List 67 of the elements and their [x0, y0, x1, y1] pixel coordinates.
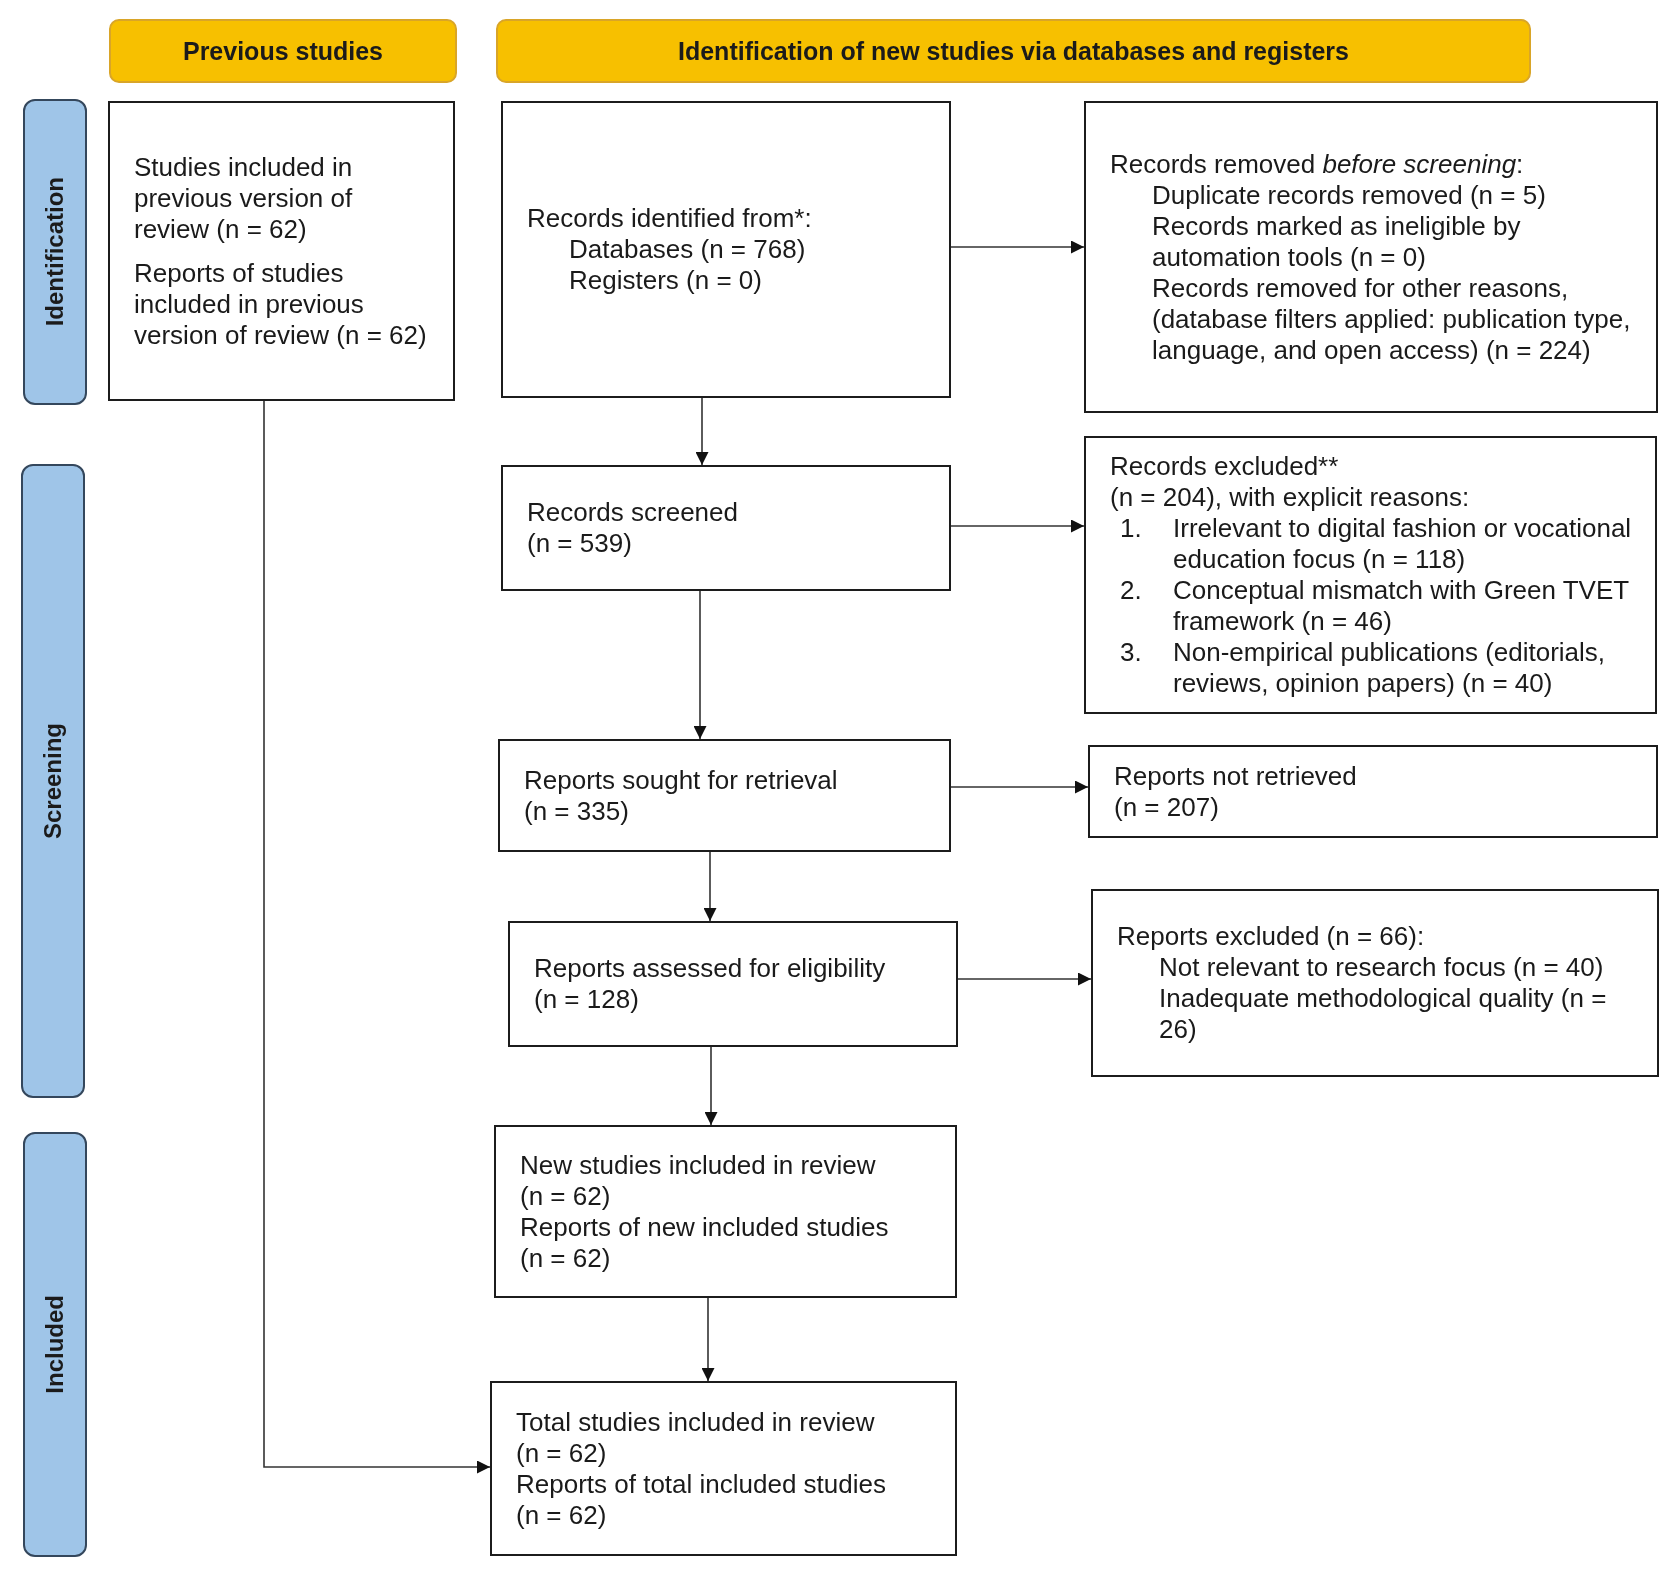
- arrow: [950, 780, 1089, 794]
- list-item-text: Irrelevant to digital fashion or vocational education focus (n = 118): [1173, 513, 1633, 575]
- box-text: Records marked as ineligible by automation tools (n = 0): [1152, 210, 1522, 273]
- arrow: [957, 972, 1092, 986]
- box-text: Reports sought for retrieval: [524, 764, 839, 796]
- box-text: (n = 62): [516, 1499, 608, 1531]
- phase-label: Screening: [39, 722, 67, 839]
- list-item-text: Non-empirical publications (editorials, reviews, opinion papers) (n = 40): [1173, 637, 1607, 699]
- section-banner: [109, 19, 457, 83]
- box-text: Inadequate methodological quality (n = 26): [1159, 983, 1608, 1045]
- banner-title: Identification of new studies via databases and registers: [678, 36, 1349, 66]
- process-box: [1084, 436, 1657, 714]
- arrow: [950, 519, 1085, 533]
- phase-band: [21, 464, 85, 1098]
- process-box: [501, 465, 951, 591]
- process-box: [490, 1381, 957, 1556]
- phase-label: Identification: [41, 177, 69, 327]
- box-text: Not relevant to research focus (n = 40): [1159, 952, 1605, 983]
- arrow: [950, 240, 1085, 254]
- arrow: [701, 1297, 715, 1382]
- box-text: (n = 539): [527, 528, 633, 559]
- box-text: Reports assessed for eligibility: [534, 953, 887, 984]
- box-text: (n = 128): [534, 984, 640, 1015]
- arrow: [703, 851, 717, 922]
- list-number: 3.: [1120, 637, 1143, 669]
- box-text: Databases (n = 768): [569, 234, 807, 265]
- section-banner: [496, 19, 1531, 83]
- process-box: [108, 101, 455, 401]
- box-text: Total studies included in review: [516, 1406, 876, 1438]
- box-text: (n = 62): [520, 1180, 612, 1212]
- process-box: [508, 921, 958, 1047]
- box-text: Records removed for other reasons, (database filters applied: publication type, language, and open access) (n = 224): [1152, 272, 1632, 366]
- box-text: Registers (n = 0): [569, 265, 763, 296]
- phase-band: [23, 99, 87, 405]
- phase-label: Included: [41, 1295, 69, 1394]
- box-text: Reports of new included studies: [520, 1211, 890, 1243]
- process-box: [494, 1125, 957, 1298]
- phase-band: [23, 1132, 87, 1557]
- arrow: [695, 397, 709, 466]
- box-text: (n = 62): [516, 1437, 608, 1469]
- process-box: [1091, 889, 1659, 1077]
- arrow: [704, 1046, 718, 1126]
- box-text: Records screened: [527, 497, 739, 528]
- banner-title: Previous studies: [182, 36, 384, 66]
- process-box: [501, 101, 951, 398]
- arrow: [693, 590, 707, 740]
- arrow: [263, 400, 491, 1474]
- box-text: Records identified from*:: [527, 203, 813, 234]
- box-text: Duplicate records removed (n = 5): [1152, 179, 1547, 211]
- box-text: Records excluded**: [1110, 451, 1340, 482]
- box-text: (n = 204), with explicit reasons:: [1110, 482, 1471, 513]
- box-text: (n = 207): [1114, 791, 1220, 823]
- box-text: (n = 62): [520, 1242, 612, 1274]
- box-text: (n = 335): [524, 795, 630, 827]
- box-text: Studies included in previous version of review (n = 62): [134, 151, 354, 245]
- list-number: 2.: [1120, 575, 1143, 607]
- box-text: New studies included in review: [520, 1149, 877, 1181]
- process-box: [1084, 101, 1658, 413]
- list-item-text: Conceptual mismatch with Green TVET framework (n = 46): [1173, 575, 1630, 637]
- box-text: Reports excluded (n = 66):: [1117, 921, 1426, 952]
- box-text: Reports not retrieved: [1114, 760, 1358, 792]
- list-number: 1.: [1120, 513, 1143, 545]
- box-text: Reports of total included studies: [516, 1468, 887, 1500]
- process-box: [1088, 745, 1658, 838]
- box-text: Reports of studies included in previous version of review (n = 62): [134, 257, 428, 351]
- process-box: [498, 739, 951, 852]
- box-text: Records removed before screening:: [1110, 148, 1525, 180]
